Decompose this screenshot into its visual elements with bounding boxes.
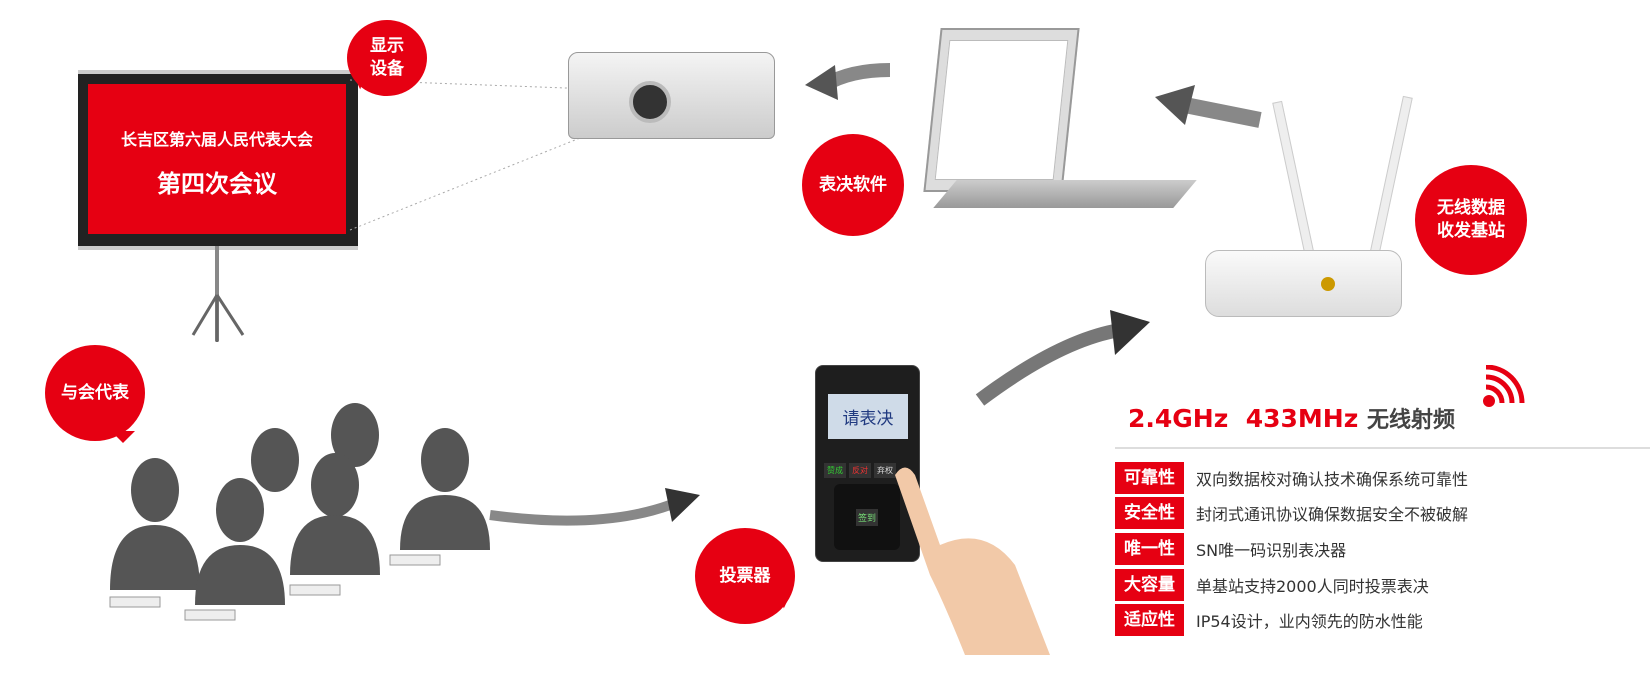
device-screen-text: 请表决: [842, 409, 894, 429]
feature-capacity: 大容量单基站支持2000人同时投票表决: [1115, 569, 1429, 601]
bubble-voting-software: 表决软件: [802, 134, 904, 236]
projector: [568, 52, 775, 139]
projection-screen: 长吉区第六届人民代表大会 第四次会议: [78, 70, 358, 250]
feature-security: 安全性封闭式通讯协议确保数据安全不被破解: [1115, 497, 1468, 529]
laptop: [923, 28, 1080, 192]
oppose-button[interactable]: 反对: [849, 463, 871, 478]
base-station: [1205, 250, 1402, 317]
divider: [1115, 447, 1650, 449]
screen-line-2: 第四次会议: [157, 170, 277, 198]
delegates-illustration: [109, 403, 490, 621]
wireless-signal-icon: [1483, 365, 1525, 407]
hand-illustration: [895, 467, 1050, 655]
bubble-display-device: 显示 设备: [347, 20, 427, 96]
device-screen: 请表决: [828, 394, 908, 439]
abstain-button[interactable]: 弃权: [874, 463, 896, 478]
feature-reliability: 可靠性双向数据校对确认技术确保系统可靠性: [1115, 462, 1468, 494]
bubble-base-station: 无线数据 收发基站: [1415, 165, 1527, 275]
frequency-title: 2.4GHz 433MHz 无线射频: [1128, 404, 1455, 433]
tripod-icon: [191, 294, 245, 342]
voting-device: 请表决 赞成 反对 弃权 签到: [815, 365, 920, 562]
sign-in-button[interactable]: 签到: [856, 509, 879, 526]
approve-button[interactable]: 赞成: [824, 463, 846, 478]
laptop-keyboard: [933, 180, 1197, 208]
screen-stand: [215, 246, 219, 341]
screen-line-1: 长吉区第六届人民代表大会: [120, 130, 313, 149]
bubble-delegates: 与会代表: [45, 345, 145, 443]
bubble-voter: 投票器: [695, 528, 795, 624]
